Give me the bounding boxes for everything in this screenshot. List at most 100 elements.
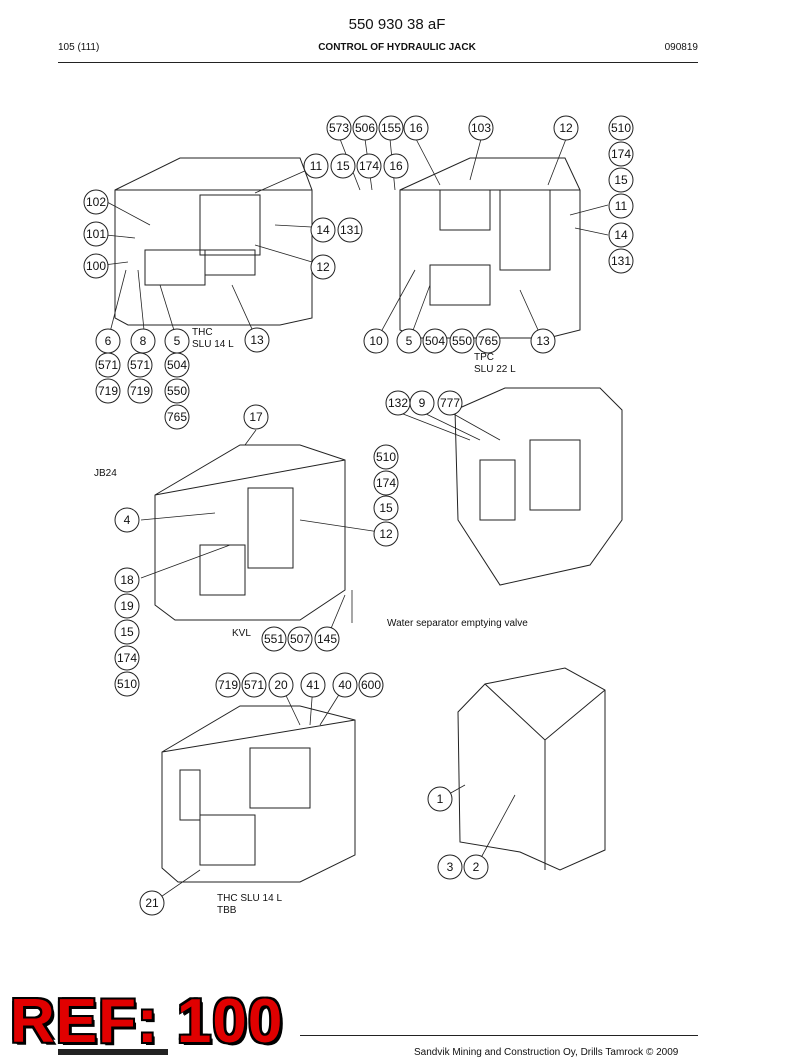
leader-line <box>375 269 416 342</box>
callout-number: 571 <box>244 678 264 692</box>
callout-bubble: 15 <box>330 153 356 179</box>
leader-line <box>475 794 516 868</box>
callout-bubble: 504 <box>422 328 448 354</box>
callout-bubble: 174 <box>356 153 382 179</box>
callout-number: 4 <box>124 513 131 527</box>
callout-bubble: 41 <box>300 672 326 698</box>
leader-line <box>140 512 216 521</box>
callout-bubble: 145 <box>314 626 340 652</box>
callout-bubble: 131 <box>337 217 363 243</box>
callout-bubble: 14 <box>310 217 336 243</box>
callout-bubble: 16 <box>403 115 429 141</box>
callout-bubble: 13 <box>530 328 556 354</box>
callout-bubble: 5 <box>396 328 422 354</box>
page-number: 105 (111) <box>58 42 100 53</box>
callout-number: 174 <box>611 147 631 161</box>
component-rack <box>479 459 516 521</box>
leader-line <box>469 138 482 181</box>
callout-number: 15 <box>614 173 628 187</box>
callout-number: 11 <box>310 159 323 173</box>
callout-number: 16 <box>389 159 403 173</box>
plate-assembly <box>529 439 581 511</box>
callout-number: 573 <box>329 121 349 135</box>
callout-number: 571 <box>130 358 150 372</box>
callout-bubble: 18 <box>114 567 140 593</box>
callout-number: 19 <box>120 599 134 613</box>
callout-bubble: 12 <box>310 254 336 280</box>
callout-number: 571 <box>98 358 118 372</box>
cabinet-thc-slu14 <box>114 157 313 326</box>
callout-number: 21 <box>145 896 159 910</box>
leader-line <box>106 201 151 226</box>
callout-bubble: 550 <box>449 328 475 354</box>
callout-number: 5 <box>174 334 181 348</box>
callout-number: 510 <box>611 121 631 135</box>
callout-bubble: 571 <box>241 672 267 698</box>
leader-line <box>254 244 313 263</box>
callout-bubble: 14 <box>608 222 634 248</box>
callout-number: 510 <box>376 450 396 464</box>
callout-number: 18 <box>120 573 134 587</box>
water-separator-tank <box>247 487 294 569</box>
callout-bubble: 506 <box>352 115 378 141</box>
leader-line <box>140 544 231 579</box>
callout-bubble: 15 <box>373 495 399 521</box>
callout-bubble: 719 <box>95 378 121 404</box>
callout-bubble: 765 <box>164 404 190 430</box>
callout-number: 600 <box>361 678 381 692</box>
callout-bubble: 1 <box>427 786 453 812</box>
callout-number: 15 <box>336 159 350 173</box>
footer-rule <box>300 1035 698 1036</box>
page-title: CONTROL OF HYDRAULIC JACK <box>318 42 476 53</box>
callout-number: 5 <box>406 334 413 348</box>
callout-number: 12 <box>379 527 393 541</box>
valve-block <box>199 194 261 256</box>
leader-line <box>449 411 501 441</box>
cabinet-kvl <box>154 444 346 621</box>
callout-number: 174 <box>359 159 379 173</box>
callout-number: 102 <box>86 195 106 209</box>
callout-number: 13 <box>536 334 550 348</box>
label-thc-slu14: THC SLU 14 L <box>192 327 234 350</box>
callout-number: 719 <box>218 678 238 692</box>
regulator <box>204 249 256 276</box>
callout-number: 131 <box>340 223 360 237</box>
cabinet-closed <box>457 667 606 871</box>
leader-line <box>415 138 441 186</box>
callout-bubble: 11 <box>303 153 329 179</box>
callout-bubble: 11 <box>608 193 634 219</box>
callout-number: 550 <box>167 384 187 398</box>
callout-number: 17 <box>249 410 263 424</box>
cabinet-tpc-slu22 <box>399 157 581 339</box>
callout-bubble: 103 <box>468 115 494 141</box>
callout-number: 11 <box>615 199 628 213</box>
callout-bubble: 571 <box>127 352 153 378</box>
callout-number: 551 <box>264 632 284 646</box>
callout-bubble: 17 <box>243 404 269 430</box>
callout-number: 20 <box>274 678 288 692</box>
leader-line <box>421 411 481 441</box>
callout-number: 506 <box>355 121 375 135</box>
callout-number: 765 <box>167 410 187 424</box>
callout-number: 12 <box>316 260 330 274</box>
mounting-plate <box>499 189 551 271</box>
callout-bubble: 155 <box>378 115 404 141</box>
callout-bubble: 5 <box>164 328 190 354</box>
callout-bubble: 2 <box>463 854 489 880</box>
callout-bubble: 510 <box>373 444 399 470</box>
callout-bubble: 10 <box>363 328 389 354</box>
callout-bubble: 40 <box>332 672 358 698</box>
callout-bubble: 510 <box>608 115 634 141</box>
callout-bubble: 600 <box>358 672 384 698</box>
callout-bubble: 12 <box>553 115 579 141</box>
label-kvl: KVL <box>232 628 251 639</box>
callout-number: 12 <box>559 121 573 135</box>
callout-bubble: 719 <box>215 672 241 698</box>
callout-number: 100 <box>86 259 106 273</box>
label-jb24: JB24 <box>94 468 117 479</box>
callout-number: 174 <box>117 651 137 665</box>
callout-bubble: 16 <box>383 153 409 179</box>
label-thc-tbb: THC SLU 14 L TBB <box>217 893 283 916</box>
valve-block <box>199 814 256 866</box>
callout-bubble: 573 <box>326 115 352 141</box>
